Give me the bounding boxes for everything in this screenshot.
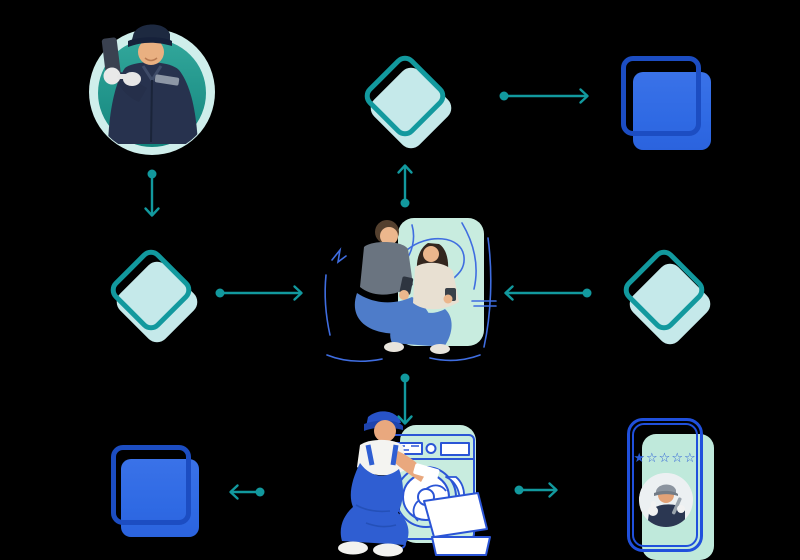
arrow-repair-to-squares-bottom-left (229, 484, 265, 500)
phone-inner-frame (632, 423, 698, 547)
arrow-tech-to-diamond-left (144, 169, 160, 217)
technician-photo-illustration (89, 24, 215, 155)
diamond-left-outline (105, 244, 197, 336)
repair-photo-illustration (338, 411, 491, 557)
square-bottom-left-outline (111, 445, 191, 525)
arrow-diamond-top-to-squares (499, 88, 589, 104)
repair-photo (308, 403, 494, 557)
star-rating: ★☆☆☆☆ (633, 451, 697, 466)
arrow-repair-to-review-phone (514, 482, 558, 498)
diamond-top-outline (359, 50, 451, 142)
couple-photo-illustration (324, 218, 497, 363)
technician-thumbsup-avatar (639, 473, 693, 527)
arrow-couple-to-diamond-top (397, 164, 413, 208)
technician-thumbsup-illustration (639, 473, 693, 527)
technician-photo-circle (85, 12, 220, 160)
couple-photo (312, 205, 507, 367)
review-phone-mockup: ★☆☆☆☆ (622, 414, 722, 560)
arrow-diamond-left-to-couple (215, 285, 303, 301)
arrow-diamond-right-to-couple (504, 285, 592, 301)
square-top-right-outline (621, 56, 701, 136)
phone-outer-frame (627, 418, 703, 552)
